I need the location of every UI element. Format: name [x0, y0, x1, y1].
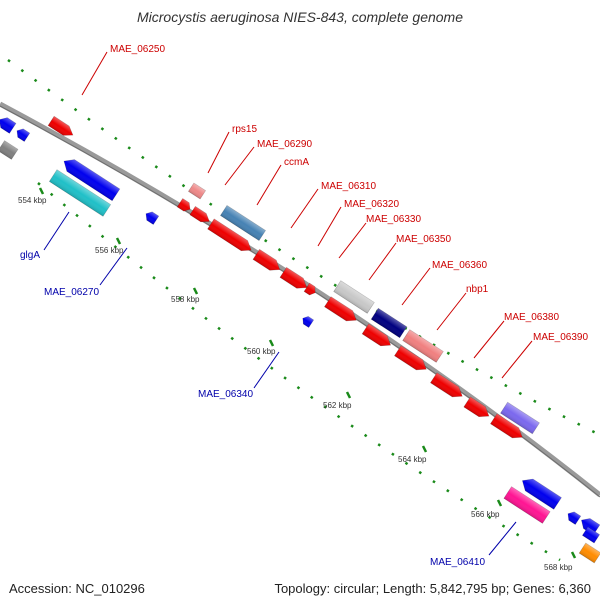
tick-label: 568 kbp [544, 563, 573, 572]
scale-tick [115, 237, 122, 245]
gene-rps15[interactable] [187, 182, 207, 200]
accession-text: Accession: NC_010296 [9, 581, 145, 596]
gene-mae-06410b[interactable] [503, 486, 551, 524]
tick-label: 554 kbp [18, 196, 47, 205]
gene-glga[interactable] [60, 155, 121, 202]
gene-label-mae-06290[interactable]: MAE_06290 [257, 139, 312, 150]
tick-label: 558 kbp [171, 295, 200, 304]
gene-mae-06270[interactable] [48, 169, 112, 217]
gene-label-mae-06310[interactable]: MAE_06310 [321, 181, 376, 192]
tick-label: 564 kbp [398, 455, 427, 464]
scale-tick [421, 445, 428, 453]
gene-label-rps15[interactable]: rps15 [232, 124, 257, 135]
gene-label-mae-06270[interactable]: MAE_06270 [44, 287, 99, 298]
gene-nbp1[interactable] [402, 329, 444, 363]
gene-mae-06350a[interactable] [324, 296, 359, 326]
gene-blue-edge-2[interactable] [14, 127, 31, 142]
gene-label-mae-06390[interactable]: MAE_06390 [533, 332, 588, 343]
gene-mae-06360[interactable] [370, 307, 408, 339]
gene-gray-edge[interactable] [0, 140, 19, 160]
gene-small-rev-a[interactable] [143, 210, 160, 225]
gene-mae-06340[interactable] [300, 315, 315, 328]
scale-tick [570, 551, 577, 559]
gene-small-rev-b[interactable] [565, 510, 582, 525]
scale-tick [38, 187, 45, 195]
gene-blue-edge[interactable] [0, 115, 17, 134]
gene-ccma[interactable] [207, 218, 255, 255]
gene-label-mae-06320[interactable]: MAE_06320 [344, 199, 399, 210]
gene-small-b[interactable] [189, 205, 212, 225]
gene-mae-06380c[interactable] [463, 396, 492, 421]
scale-ticks [38, 187, 577, 559]
gene-small-c[interactable] [303, 282, 318, 297]
scale-tick-labels: 554 kbp 556 kbp 558 kbp 560 kbp 562 kbp … [18, 196, 573, 572]
gene-label-mae-06330[interactable]: MAE_06330 [366, 214, 421, 225]
gene-small-rev-d[interactable] [581, 526, 600, 544]
gene-orange-edge[interactable] [578, 542, 600, 564]
gene-mae-06380a[interactable] [394, 345, 429, 375]
gene-mae-06390b[interactable] [500, 401, 540, 435]
gene-mae-06410a[interactable] [519, 475, 562, 510]
gene-label-nbp1[interactable]: nbp1 [466, 284, 489, 295]
genome-title: Microcystis aeruginosa NIES-843, complet… [136, 9, 464, 25]
gene-label-mae-06250[interactable]: MAE_06250 [110, 44, 165, 55]
forward-leader-lines [81, 51, 533, 379]
gene-label-glga[interactable]: glgA [20, 250, 40, 261]
gene-mae-06330[interactable] [333, 280, 375, 314]
gene-mae-06310[interactable] [252, 248, 283, 274]
topology-summary: Topology: circular; Length: 5,842,795 bp… [274, 581, 591, 596]
gene-small-a[interactable] [176, 198, 193, 214]
scale-tick [192, 287, 199, 295]
tick-label: 560 kbp [247, 347, 276, 356]
tick-label: 562 kbp [323, 401, 352, 410]
gene-mae-06320[interactable] [279, 266, 310, 292]
forward-gene-labels: MAE_06250 rps15 MAE_06290 ccmA MAE_06310… [110, 44, 588, 343]
scale-tick [268, 339, 275, 347]
scale-tick [345, 391, 352, 399]
gene-mae-06390a[interactable] [490, 413, 525, 443]
scale-tick [496, 499, 503, 507]
reverse-leader-lines [43, 211, 517, 556]
gene-label-mae-06360[interactable]: MAE_06360 [432, 260, 487, 271]
gene-mae-06350b[interactable] [361, 323, 394, 350]
gene-label-mae-06380[interactable]: MAE_06380 [504, 312, 559, 323]
inner-dotted-track [37, 182, 561, 562]
gene-mae-06380b[interactable] [430, 372, 465, 402]
gene-label-mae-06410[interactable]: MAE_06410 [430, 557, 485, 568]
gene-mae-06250[interactable] [47, 115, 76, 139]
gene-mae-06290[interactable] [220, 205, 266, 241]
gene-features [0, 115, 600, 564]
tick-label: 566 kbp [471, 510, 500, 519]
gene-small-rev-c[interactable] [578, 515, 600, 536]
reverse-gene-labels: glgA MAE_06270 MAE_06340 MAE_06410 [20, 250, 485, 568]
gene-label-mae-06340[interactable]: MAE_06340 [198, 389, 253, 400]
tick-label: 556 kbp [95, 246, 124, 255]
gene-label-mae-06350[interactable]: MAE_06350 [396, 234, 451, 245]
gene-label-ccma[interactable]: ccmA [284, 157, 309, 168]
